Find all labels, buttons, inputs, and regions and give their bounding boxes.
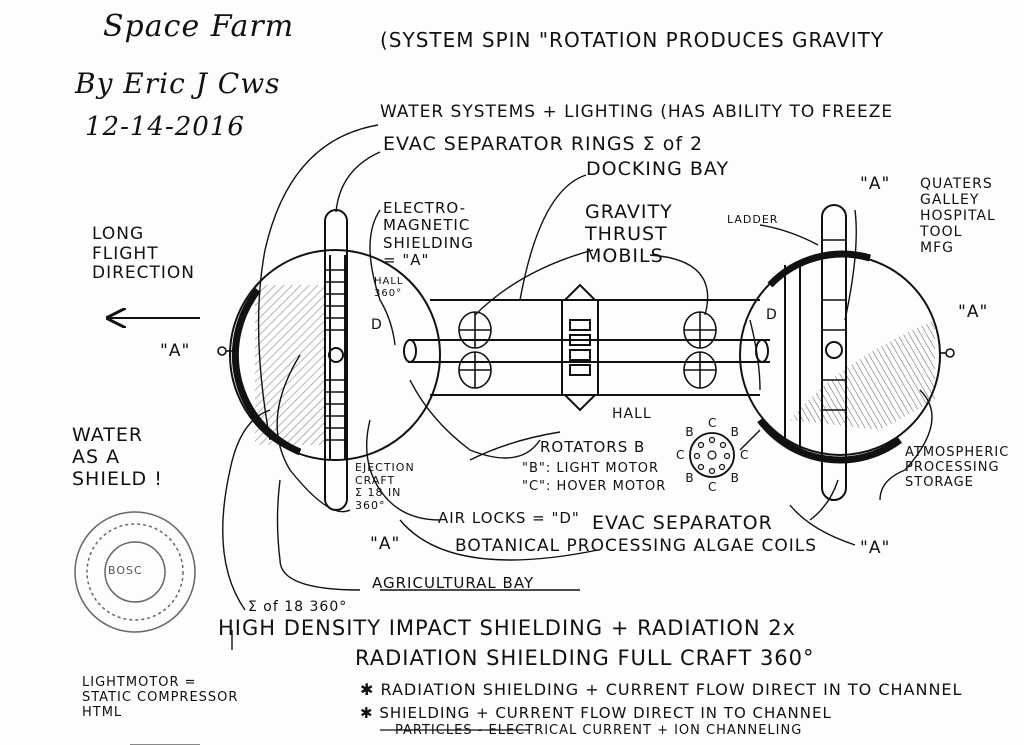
label-a-left: "A" [160,341,191,361]
label-docking-bay: DOCKING BAY [586,158,730,180]
author-line: By Eric J Cws [75,67,281,100]
label-rotator-b: "B": LIGHT MOTOR [522,461,660,476]
label-quarters: QUATERS GALLEY HOSPITAL TOOL MFG [920,176,996,257]
label-water-shield: WATER AS A SHIELD ! [72,424,163,490]
label-hall-360: HALL 360° [374,276,404,299]
label-evac-separator: EVAC SEPARATOR [592,512,773,534]
note-radiation-shielding: ✱ RADIATION SHIELDING + CURRENT FLOW DIR… [360,680,963,699]
node-markers [217,346,955,358]
date-line: 12-14-2016 [85,112,245,142]
left-evac-ring [324,209,348,511]
label-atmospheric: ATMOSPHERIC PROCESSING STORAGE [905,445,1010,490]
label-agricultural-bay: AGRICULTURAL BAY [372,574,535,592]
label-air-locks: AIR LOCKS = "D" [438,509,580,527]
label-a-right: "A" [958,302,989,322]
note-particles: PARTICLES - ELECTRICAL CURRENT + ION CHA… [395,723,803,738]
label-a-bottom-right: "A" [860,538,891,558]
right-habitat-sphere [739,250,941,464]
rotator-letter: C [708,480,718,494]
label-a-top-right: "A" [860,174,891,194]
label-long-flight: LONG FLIGHT DIRECTION [92,224,196,284]
rotator-letter: B [730,470,740,485]
rotator-letter: C [740,448,750,462]
rotator-letter: C [676,448,686,462]
rotator-letter: C [708,416,718,430]
central-hall [403,299,770,396]
label-radiation-full: RADIATION SHIELDING FULL CRAFT 360° [355,646,815,670]
label-evac-rings: EVAC SEPARATOR RINGS Σ of 2 [383,133,704,155]
label-botanical: BOTANICAL PROCESSING ALGAE COILS [455,536,818,556]
rotator-letter: B [685,470,695,485]
label-d-left: D [371,317,383,333]
leader-lines [222,124,933,650]
gravity-thrust-mobiles [458,311,717,389]
label-electromagnetic-shielding: ELECTRO- MAGNETIC SHIELDING = "A" [383,199,474,269]
label-lightmotor: LIGHTMOTOR = STATIC COMPRESSOR HTML [82,675,239,720]
stamp-seal [74,511,196,633]
label-hall: HALL [612,406,652,422]
label-d-right: D [766,307,778,323]
right-evac-ring [821,204,847,501]
label-a-bottom-left: "A" [370,534,401,554]
label-gravity-thrust: GRAVITY THRUST MOBILS [585,201,673,267]
diagram-title: Space Farm [103,9,295,44]
rotator-wheel [689,432,735,478]
stamp-text: BOSC [108,564,143,577]
rotator-letter: B [685,425,695,440]
note-shielding-current: ✱ SHIELDING + CURRENT FLOW DIRECT IN TO … [360,704,832,722]
docking-bay [561,283,599,412]
label-rotator-c: "C": HOVER MOTOR [522,479,667,494]
label-ejection-craft: EJECTION CRAFT Σ 18 IN 360° [355,461,415,512]
header-note: (SYSTEM SPIN "ROTATION PRODUCES GRAVITY [380,28,885,52]
label-high-density: HIGH DENSITY IMPACT SHIELDING + RADIATIO… [218,616,797,640]
rotator-letter: B [730,425,740,440]
label-rotators: ROTATORS B [540,438,646,456]
label-sum-18: Σ of 18 360° [248,599,348,615]
label-ladder: LADDER [727,213,779,226]
label-water-systems: WATER SYSTEMS + LIGHTING (HAS ABILITY TO… [380,102,894,122]
